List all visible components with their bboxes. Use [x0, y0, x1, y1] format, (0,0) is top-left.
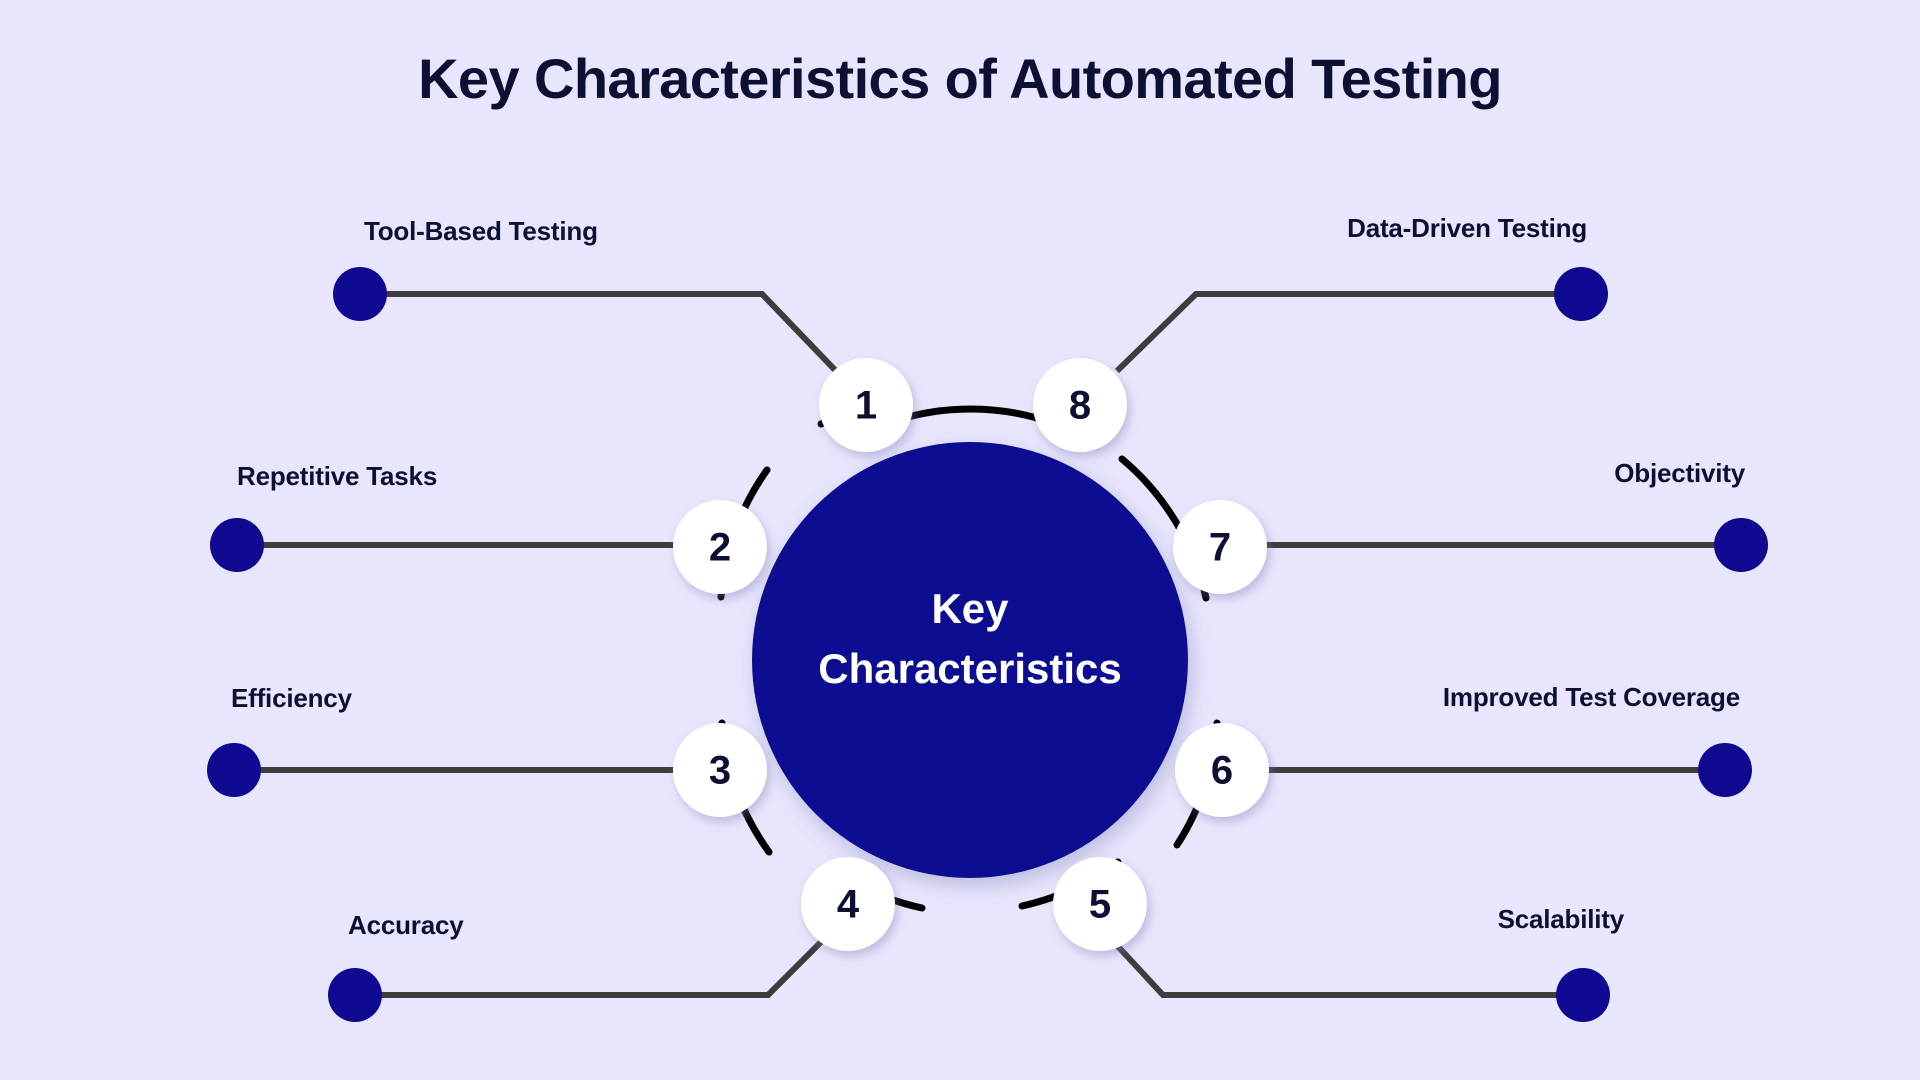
spoke-label-accuracy: Accuracy — [348, 910, 464, 940]
endpoint-dot-4[interactable] — [328, 968, 382, 1022]
page-title: Key Characteristics of Automated Testing — [418, 47, 1502, 110]
center-hub[interactable]: Key Characteristics — [752, 442, 1188, 878]
numbered-badges: 1 2 3 4 5 6 7 — [673, 358, 1269, 951]
badge-circle-2[interactable] — [673, 500, 767, 594]
connector-line-1 — [356, 291, 839, 374]
badge-4[interactable]: 4 — [801, 857, 895, 951]
spoke-label-data-driven-testing: Data-Driven Testing — [1347, 213, 1587, 243]
badge-circle-7[interactable] — [1173, 500, 1267, 594]
badge-circle-6[interactable] — [1175, 723, 1269, 817]
badge-number-8: 8 — [1069, 384, 1091, 428]
hub-circle[interactable] — [752, 442, 1188, 878]
spoke-label-scalability: Scalability — [1497, 904, 1625, 934]
badge-6[interactable]: 6 — [1175, 723, 1269, 817]
badge-circle-1[interactable] — [819, 358, 913, 452]
badge-number-4: 4 — [837, 883, 860, 927]
badge-circle-5[interactable] — [1053, 857, 1147, 951]
connector-line-8 — [1114, 291, 1583, 374]
spoke-label-tool-based-testing: Tool-Based Testing — [364, 216, 598, 246]
badge-circle-4[interactable] — [801, 857, 895, 951]
badge-number-3: 3 — [709, 749, 731, 793]
badge-number-5: 5 — [1089, 883, 1111, 927]
spoke-label-repetitive-tasks: Repetitive Tasks — [237, 461, 438, 491]
spoke-label-efficiency: Efficiency — [231, 683, 352, 713]
endpoint-dot-6[interactable] — [1698, 743, 1752, 797]
badge-circle-3[interactable] — [673, 723, 767, 817]
endpoint-dot-7[interactable] — [1714, 518, 1768, 572]
endpoint-dot-5[interactable] — [1556, 968, 1610, 1022]
connector-line-4 — [353, 924, 839, 998]
badge-8[interactable]: 8 — [1033, 358, 1127, 452]
endpoint-dots — [207, 267, 1768, 1022]
hub-label-line2: Characteristics — [818, 645, 1122, 692]
badge-number-1: 1 — [855, 384, 877, 428]
endpoint-dot-8[interactable] — [1554, 267, 1608, 321]
connector-lines — [232, 291, 1743, 998]
ring-arc-1-8 — [887, 405, 1054, 426]
spoke-label-improved-test-coverage: Improved Test Coverage — [1442, 682, 1740, 712]
badge-5[interactable]: 5 — [1053, 857, 1147, 951]
endpoint-dot-2[interactable] — [210, 518, 264, 572]
badge-number-6: 6 — [1211, 749, 1233, 793]
badge-circle-8[interactable] — [1033, 358, 1127, 452]
connector-line-5 — [1097, 924, 1585, 998]
endpoint-dot-1[interactable] — [333, 267, 387, 321]
spoke-label-objectivity: Objectivity — [1614, 458, 1745, 488]
badge-number-7: 7 — [1209, 526, 1231, 570]
badge-number-2: 2 — [709, 526, 731, 570]
endpoint-dot-3[interactable] — [207, 743, 261, 797]
badge-2[interactable]: 2 — [673, 500, 767, 594]
hub-label-line1: Key — [931, 585, 1009, 632]
badge-7[interactable]: 7 — [1173, 500, 1267, 594]
badge-3[interactable]: 3 — [673, 723, 767, 817]
badge-1[interactable]: 1 — [819, 358, 913, 452]
